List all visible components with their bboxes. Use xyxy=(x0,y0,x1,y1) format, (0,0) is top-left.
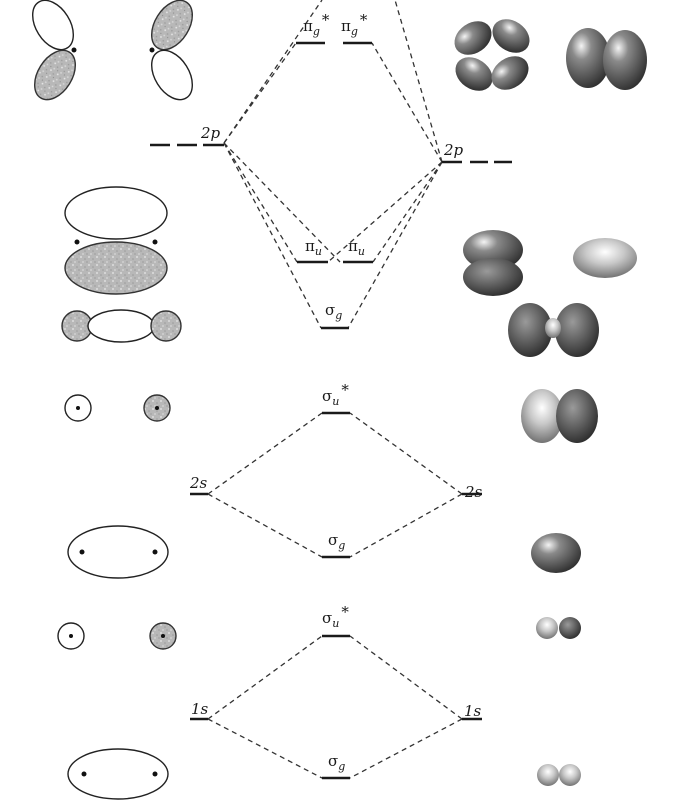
right-render-sigma-1s xyxy=(537,764,581,786)
label-sigma-u-star-1s: σu* xyxy=(322,603,349,630)
label-pi-u-right: πu xyxy=(348,237,365,258)
label-pi-g-star-left: πg* xyxy=(303,11,330,38)
label-sigma-u-star-2s: σu* xyxy=(322,381,349,408)
label-1s-left: 1s xyxy=(191,700,209,718)
left-sketch-pi-star xyxy=(31,0,194,101)
left-sketch-sigma-1s xyxy=(67,748,169,800)
left-sketch-sigma-2s xyxy=(67,525,169,579)
right-render-sigma-2p xyxy=(508,303,599,357)
label-2p-left: 2p xyxy=(200,124,221,142)
right-render-pi-star-clover xyxy=(454,19,530,91)
left-sketch-1s-atoms xyxy=(57,622,177,650)
right-render-pi-star-side xyxy=(566,28,647,90)
orbital-labels: πg* πg* 2p 2p πu πu σg σu* 2s 2s σg xyxy=(189,11,483,773)
label-2p-right: 2p xyxy=(443,141,464,159)
left-sketch-2s-atoms xyxy=(64,394,171,422)
label-sigma-g-2p: σg xyxy=(325,301,342,322)
label-pi-u-left: πu xyxy=(305,237,322,258)
label-sigma-g-1s: σg xyxy=(328,752,345,773)
right-render-sigma-star-1s xyxy=(536,617,581,639)
label-2s-right: 2s xyxy=(464,483,483,501)
energy-levels xyxy=(150,41,512,780)
label-2s-left: 2s xyxy=(189,474,208,492)
right-render-pi-bonding xyxy=(463,230,637,296)
right-render-sigma-2s xyxy=(531,533,581,573)
label-pi-g-star-right: πg* xyxy=(341,11,368,38)
label-1s-right: 1s xyxy=(464,702,482,720)
label-sigma-g-2s: σg xyxy=(328,531,345,552)
left-sketch-sigma-2p xyxy=(61,309,182,343)
correlation-lines xyxy=(207,0,463,779)
right-render-sigma-star-2s xyxy=(521,389,598,443)
left-sketch-pi-bonding xyxy=(64,186,168,295)
